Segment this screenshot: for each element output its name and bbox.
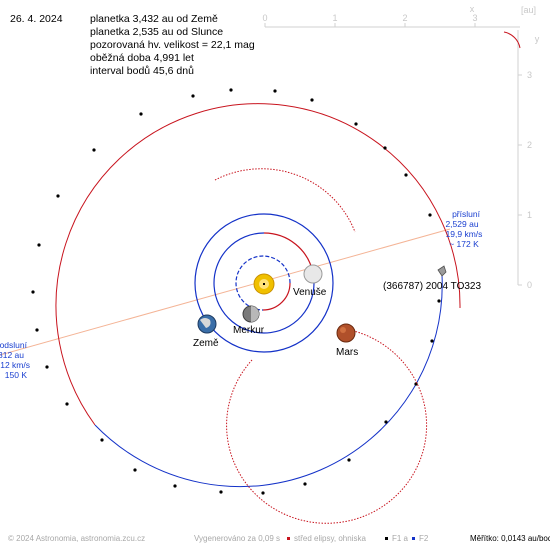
perihelion-speed: 19,9 km/s [446,229,483,239]
asteroid-orbit-red-end [503,31,521,49]
scale-prefix: Měřítko: [470,534,501,543]
info-line: pozorovaná hv. velikost = 22,1 mag [90,39,255,51]
aphelion-temp: 150 K [5,370,28,380]
aphelion-speed: 12 km/s [0,360,30,370]
venus-orbit-red [263,232,314,274]
y-scale: 3 2 1 0 y [517,30,540,290]
mars-orbit-red-arc [214,168,356,233]
legend-center: střed elipsy, ohniska [294,534,366,543]
x-tick-label: 1 [332,13,337,23]
mercury-orbit-red [262,282,291,311]
info-line: planetka 3,432 au od Země [90,13,218,25]
asteroid-orbit-red [55,103,461,426]
y-tick-label: 2 [527,140,532,150]
earth-orbit [194,213,334,353]
info-line: planetka 2,535 au od Slunce [90,26,223,38]
venus-icon[interactable] [303,264,323,284]
sun-icon [253,273,275,295]
date-label: 26. 4. 2024 [10,13,63,25]
x-tick-label: 3 [472,13,477,23]
mars-orbit [226,329,428,524]
mars-label: Mars [336,347,358,358]
info-line: oběžná doba 4,991 let [90,52,194,64]
x-axis-label: x [470,4,475,14]
y-tick-label: 0 [527,280,532,290]
mercury-orbit [235,255,291,311]
asteroid-info: planetka 3,432 au od Země planetka 2,535… [90,13,255,77]
footer: © 2024 Astronomia, astronomia.zcu.cz Vyg… [8,534,550,543]
generated-text: Vygenerováno za 0,09 s [194,534,280,543]
perihelion-title: přísluní [452,209,481,219]
legend-f2: F2 [419,534,429,543]
venus-orbit [213,232,315,334]
perihelion-temp: ~ 172 K [449,239,479,249]
y-tick-label: 1 [527,210,532,220]
apsis-line [0,228,451,356]
aphelion-distance: 312 au [0,350,24,360]
earth-label: Země [193,338,219,349]
perihelion-info: přísluní 2,529 au 19,9 km/s ~ 172 K [445,209,482,249]
earth-icon[interactable] [197,314,217,334]
legend-f1: F1 a [392,534,409,543]
info-line: interval bodů 45,6 dnů [90,65,194,77]
venus-label: Venuše [293,287,327,298]
f1-marker-icon [385,537,388,540]
y-tick-label: 3 [527,70,532,80]
asteroid-icon[interactable] [437,265,447,277]
scale-label: Měřítko: 0,0143 au/bod [470,534,550,543]
x-tick-label: 2 [402,13,407,23]
copyright-text: © 2024 Astronomia, astronomia.zcu.cz [8,534,145,543]
aphelion-title: odsluní [0,340,28,350]
aphelion-info: odsluní 312 au 12 km/s 150 K [0,340,30,380]
scale-value: 0,0143 au/bod [501,534,550,543]
mercury-label: Merkur [233,325,265,336]
perihelion-distance: 2,529 au [445,219,478,229]
x-tick-label: 0 [262,13,267,23]
x-scale: 0 1 2 3 x [au] [262,4,536,28]
unit-label: [au] [521,5,536,15]
y-axis-label: y [535,34,540,44]
mars-icon[interactable] [336,323,356,343]
center-marker-icon [287,537,290,540]
asteroid-orbit-blue [94,274,443,488]
mercury-icon[interactable] [242,305,260,323]
orbit-points [31,88,441,495]
asteroid-label: (366787) 2004 TO323 [383,281,481,292]
f2-marker-icon [412,537,415,540]
